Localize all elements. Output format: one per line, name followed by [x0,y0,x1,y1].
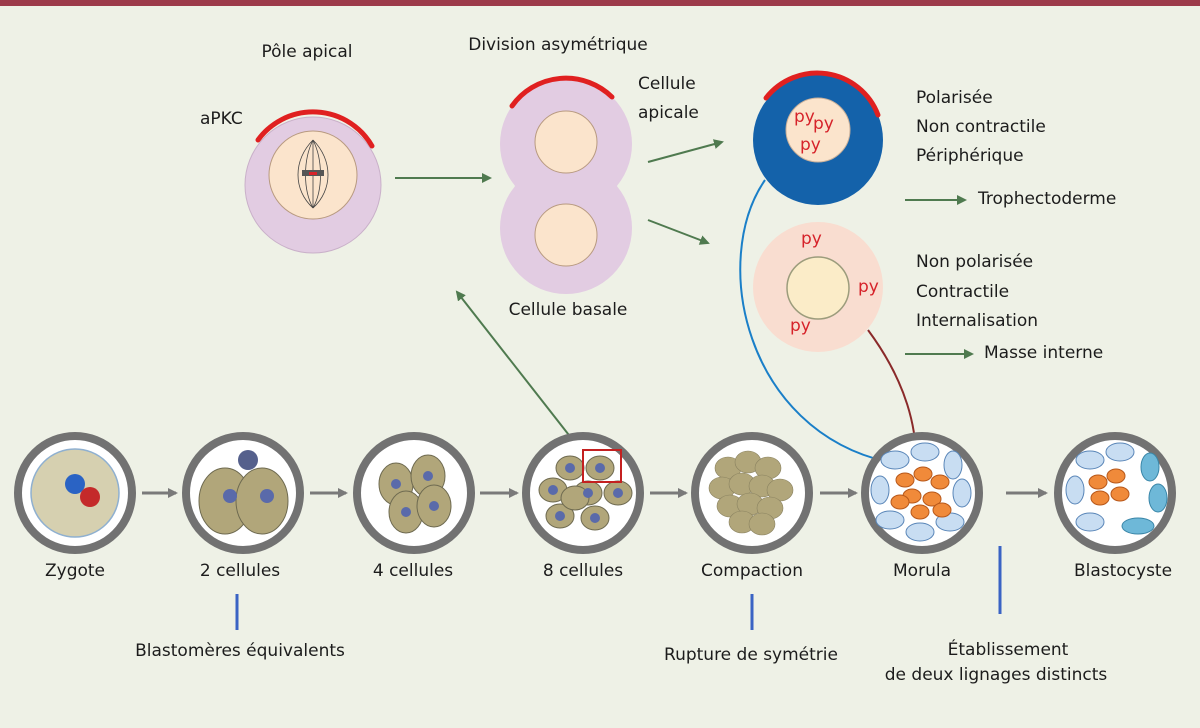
stage-label: 8 cellules [542,561,624,581]
inner-mass-label: Masse interne [984,343,1104,363]
stage-label: 2 cellules [199,561,281,581]
stage-label: Blastocyste [1073,561,1173,581]
stage-blastocyst [1054,432,1176,554]
apkc-cap [255,109,375,149]
py-marker: py [794,107,815,127]
polarized-apical-cell [753,70,883,205]
apical-cell-label-line2: apicale [638,103,699,123]
stage-8-cells [522,432,644,554]
stage-zygote [14,432,136,554]
symmetry-breaking-label: Rupture de symétrie [664,645,838,665]
stage-morula [861,432,983,554]
stage-label: 4 cellules [372,561,454,581]
apical-cap [509,75,615,109]
basal-cell-label: Cellule basale [508,300,628,320]
asymmetric-division-cells [500,75,632,294]
selection-box [582,449,622,483]
two-lineages-label-line1: Établissement [947,640,1069,660]
two-lineages-label-line2: de deux lignages distincts [884,665,1108,685]
stage-compaction [691,432,813,554]
stage-label: Zygote [44,561,106,581]
top-border [0,0,1200,6]
apical-property: Polarisée [916,88,993,108]
apkc-label: aPKC [200,109,243,129]
apical-pole-label: Pôle apical [261,42,353,62]
py-marker: py [801,229,822,249]
py-marker: py [858,277,879,297]
basal-property: Internalisation [916,311,1039,331]
apical-property: Non contractile [916,117,1046,137]
apical-pole-cell [244,109,382,254]
apical-property: Périphérique [916,146,1024,166]
asymmetric-division-label: Division asymétrique [468,35,648,55]
basal-property: Contractile [916,282,1010,302]
py-marker: py [800,135,821,155]
trophectoderm-label: Trophectoderme [978,189,1117,209]
py-marker: py [813,114,834,134]
stage-4-cells [353,432,475,554]
equivalent-blastomeres-label: Blastomères équivalents [135,641,345,661]
py-marker: py [790,316,811,336]
stage-label: Compaction [701,561,803,581]
non-polarized-basal-cell [753,222,883,352]
stage-label: Morula [893,561,951,581]
apical-cell-label-line1: Cellule [638,74,696,94]
spindle-icon [297,139,329,209]
basal-property: Non polarisée [916,252,1034,272]
stage-2-cells [182,432,304,554]
